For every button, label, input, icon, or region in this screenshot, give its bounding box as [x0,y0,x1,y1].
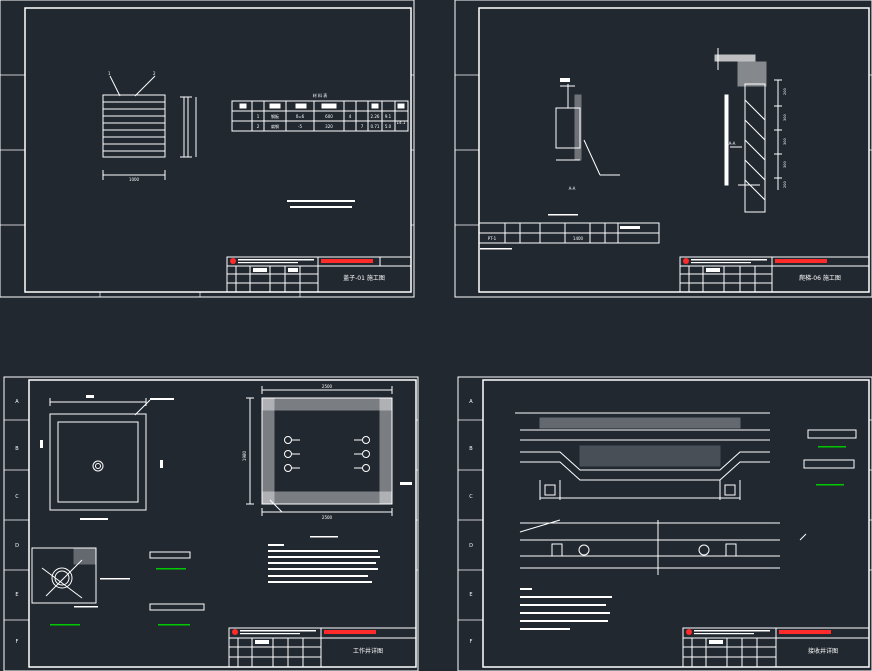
note-line [290,206,352,208]
row-letter: A [15,399,19,405]
row-letter: E [15,592,18,598]
material-table-rows: 1 钢板 δ=6 600 4 2.26 9.1 14.1 2 扁钢 -5 320… [257,113,406,129]
table-cell: 2 [257,124,260,129]
dim-label: 300 [783,161,787,168]
row-letter: E [469,592,472,598]
detail-drawing [31,547,205,626]
section-label: A-A [569,186,576,191]
table-cell: 2.26 [371,114,380,119]
side-wall-elevation [714,48,782,213]
side-details [803,429,857,486]
table-cell: 扁钢 [271,123,279,129]
table-cell: 7 [361,124,364,129]
title-block-title: 工作井详图 [353,647,383,655]
dim-top: 2500 [322,384,333,389]
lid-plan-drawing [102,75,197,180]
shaft-section-drawing [246,386,412,516]
sheet-2[interactable]: A-A A-A 200 300 300 300 [454,0,872,298]
title-block [228,627,417,668]
notes-block [268,536,380,583]
row-letter: B [469,446,473,452]
row-letter: F [470,639,473,645]
table-cell: 4 [349,114,352,119]
dim-height: 1980 [242,450,247,461]
title-block-title: 盖子-01 施工图 [343,274,385,282]
lid-dim-width: 1000 [129,177,140,182]
sheet-1[interactable]: 1000 1 2 材 料 表 1 钢板 δ [0,0,415,298]
long-section-upper [515,412,770,500]
dim-label: 300 [783,138,787,145]
table-cell: δ=6 [296,114,305,119]
leader-mark-2: 2 [153,71,156,76]
notes-block [520,588,612,630]
leader-mark-1: 1 [108,71,111,76]
table-cell: 0.71 [371,124,380,129]
row-letter: B [15,446,19,452]
row-letter: D [15,543,19,549]
table-cell: -5 [298,124,302,129]
title-block [679,256,870,293]
table-cell: 9.1 [385,114,392,119]
sheet-3[interactable]: A B C D E F [3,376,419,671]
table-cell: 钢板 [271,113,279,119]
table-cell: 1 [257,114,260,119]
table-first-cell: PT-1 [488,236,497,241]
table-cell: 5.0 [385,124,392,129]
shaft-plan-drawing [40,395,174,520]
dim-bottom: 2500 [322,515,333,520]
row-letter: C [469,494,473,500]
material-table [478,222,660,250]
frame-row-letters: A B C D E F [469,399,473,645]
long-section-lower [519,519,807,575]
table-cell: 320 [325,124,333,129]
row-letter: D [469,543,473,549]
dim-label: 200 [783,181,787,188]
sheet-4[interactable]: A B C D E F [457,376,872,671]
dim-label: 200 [783,88,787,95]
red-seal-icon [683,258,689,264]
red-seal-icon [230,258,236,264]
red-seal-icon [686,629,692,635]
side-dims: 200 300 300 300 200 [783,88,787,188]
title-block-title: 爬梯-06 施工图 [799,274,841,282]
row-letter: C [15,494,19,500]
material-table-title: 材 料 表 [313,92,328,98]
table-value: 1400 [573,236,584,241]
frame-row-letters: A B C D E F [15,399,19,645]
row-letter: F [16,639,19,645]
title-block [226,256,412,293]
red-seal-icon [232,629,238,635]
dim-label: 300 [783,114,787,121]
table-cell: 600 [325,114,333,119]
title-block-title: 接收井详图 [808,647,838,655]
material-table: 材 料 表 [231,92,409,132]
note-line [287,200,355,202]
row-letter: A [469,399,473,405]
side-label: A-A [729,141,736,146]
ladder-section-drawing [548,78,620,216]
title-block [682,627,870,668]
table-cell: 14.1 [397,120,406,125]
